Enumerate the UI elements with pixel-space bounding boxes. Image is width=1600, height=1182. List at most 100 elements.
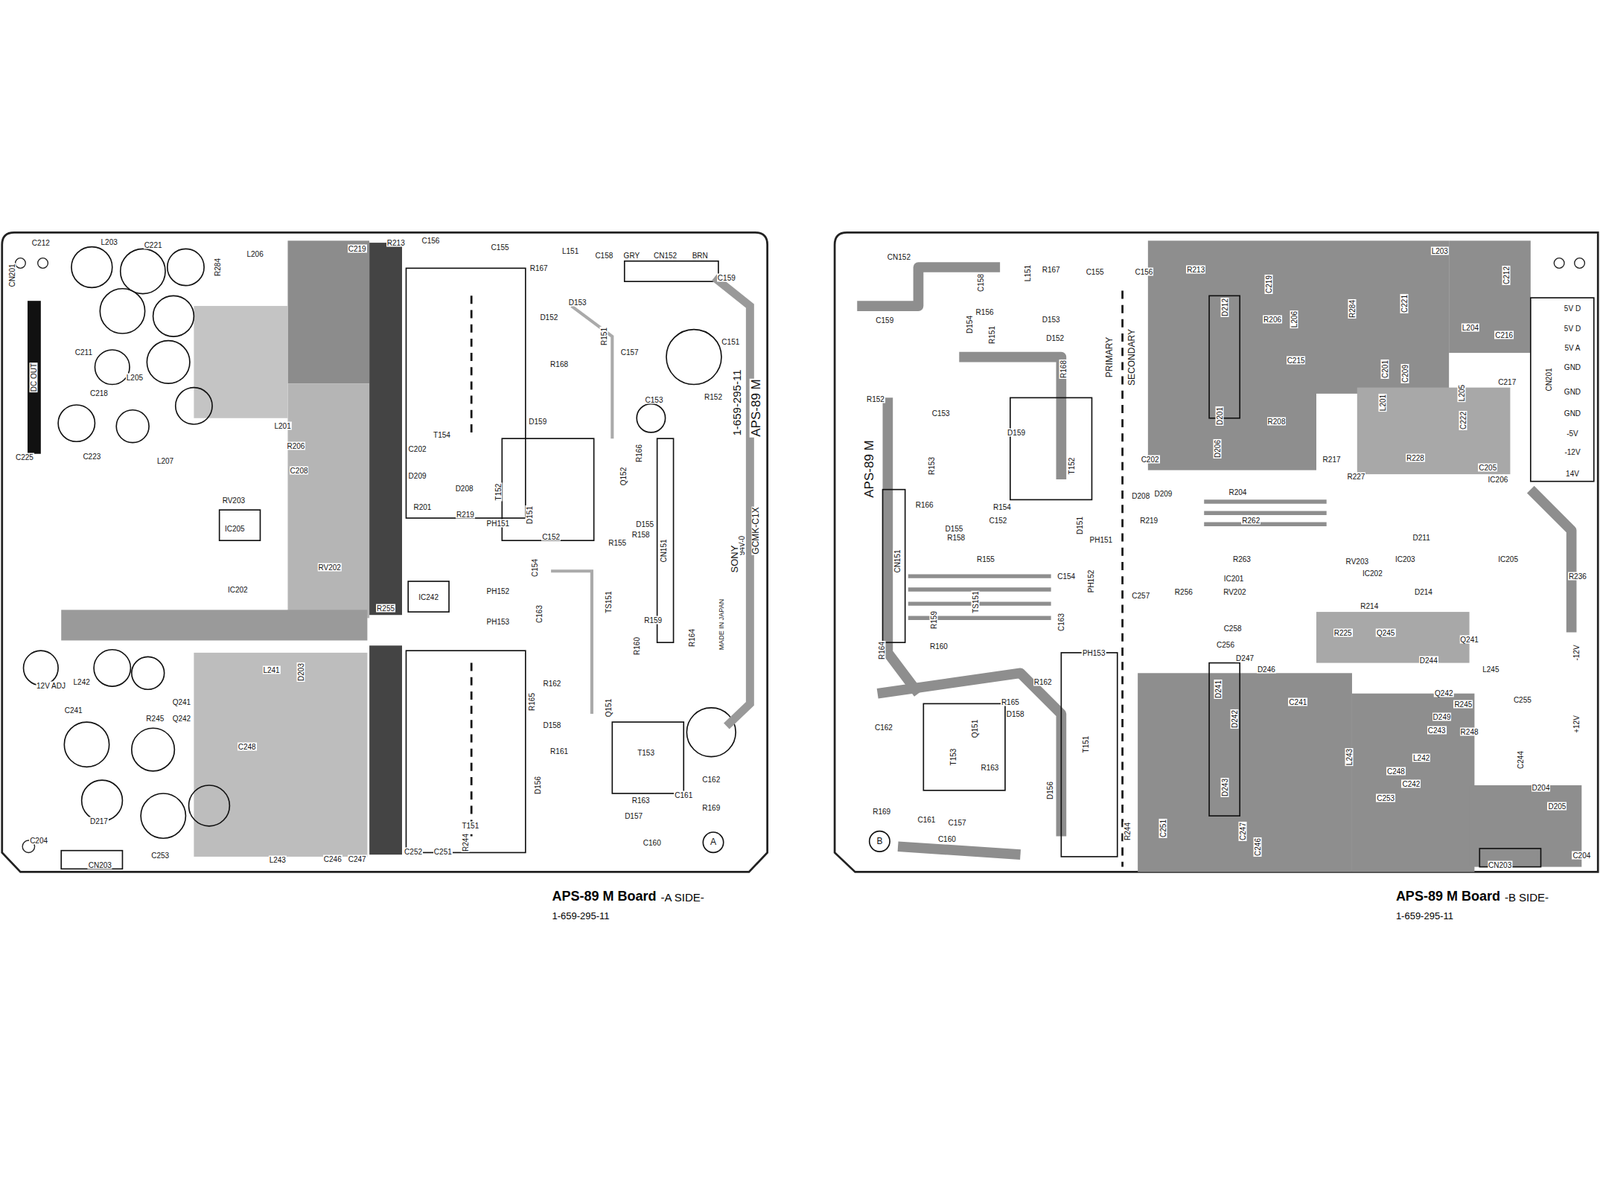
part-label: A <box>709 837 717 848</box>
trace <box>714 277 750 727</box>
mount-hole <box>1574 258 1586 269</box>
component-outline <box>1209 295 1240 418</box>
part-label: Q242 <box>1433 688 1454 697</box>
capacitor-outline <box>23 650 59 686</box>
part-label: D158 <box>1005 710 1026 719</box>
transformer-outline <box>405 650 525 853</box>
side-mark-ring <box>869 831 890 852</box>
part-label: C157 <box>947 818 968 827</box>
part-label: R217 <box>1322 454 1342 464</box>
part-label: C151 <box>720 338 741 347</box>
capacitor-outline <box>116 410 149 443</box>
part-label: PH153 <box>486 617 511 626</box>
part-label: R163 <box>631 795 651 805</box>
capacitor-outline <box>99 288 145 334</box>
part-label: BRN <box>691 250 709 260</box>
part-label: D155 <box>635 520 655 529</box>
part-label: CN151 <box>892 548 901 574</box>
part-label: R154 <box>992 503 1012 512</box>
part-label: D204 <box>1531 783 1551 793</box>
part-label: C243 <box>1427 726 1447 735</box>
part-label: R160 <box>929 641 949 650</box>
part-label: R158 <box>631 530 651 540</box>
part-label: IC202 <box>1361 569 1384 578</box>
part-label: L151 <box>561 247 580 256</box>
trace <box>1203 522 1327 527</box>
part-label: C205 <box>1477 463 1498 472</box>
part-label: PH152 <box>1087 569 1096 595</box>
part-label: C161 <box>673 790 694 799</box>
copper-area <box>1316 240 1449 394</box>
transformer-outline <box>612 722 684 794</box>
trace <box>908 574 1052 578</box>
part-label: C221 <box>1399 294 1408 314</box>
dc-out-strip <box>27 300 41 455</box>
part-label: L151 <box>1023 264 1032 283</box>
part-label: C162 <box>701 775 721 784</box>
part-label: 5V D <box>1563 303 1582 312</box>
part-label: C208 <box>289 466 309 475</box>
part-label: L243 <box>1344 748 1353 767</box>
part-label: IC203 <box>1394 555 1417 564</box>
part-label: R160 <box>632 636 642 656</box>
capacitor-outline <box>64 722 109 767</box>
part-label: PRIMARY <box>1105 335 1116 378</box>
part-label: C155 <box>1085 267 1105 276</box>
part-label: PH151 <box>486 519 511 528</box>
part-label: D151 <box>525 505 534 525</box>
part-label: D208 <box>454 484 475 493</box>
part-label: L245 <box>1481 665 1500 674</box>
connector-outline <box>1530 297 1595 482</box>
trace <box>1203 499 1327 504</box>
part-label: C153 <box>931 409 951 418</box>
part-label: R152 <box>865 394 886 403</box>
part-label: IC202 <box>227 585 249 595</box>
part-label: L201 <box>273 421 292 430</box>
part-label: R166 <box>634 443 643 464</box>
part-label: C248 <box>237 743 257 752</box>
capacitor-outline <box>93 649 131 687</box>
part-label: PH153 <box>1081 649 1107 658</box>
part-label: C201 <box>1380 359 1389 379</box>
part-label: R206 <box>1262 314 1283 324</box>
part-label: R204 <box>1228 487 1248 496</box>
part-label: C157 <box>620 347 640 356</box>
part-label: TS151 <box>971 590 980 614</box>
part-label: R159 <box>929 610 939 630</box>
part-label: -5V <box>1565 429 1580 438</box>
part-label: R245 <box>145 714 165 723</box>
transformer-outline <box>1060 652 1117 857</box>
part-label: GND <box>1563 387 1582 397</box>
part-label: T151 <box>1081 735 1090 755</box>
part-label: L242 <box>72 677 91 686</box>
part-label: R214 <box>1359 602 1379 611</box>
part-label: C153 <box>644 396 665 405</box>
part-label: CN201 <box>1544 367 1554 392</box>
part-label: +12V <box>1572 714 1581 735</box>
part-label: C211 <box>74 347 94 356</box>
part-label: D206 <box>1213 439 1222 459</box>
transformer-outline <box>1010 397 1093 500</box>
part-label: C218 <box>89 388 109 397</box>
capacitor-outline <box>131 728 175 772</box>
part-label: D155 <box>944 524 964 533</box>
part-label: L243 <box>268 856 287 865</box>
copper-area <box>1469 785 1583 868</box>
part-label: R213 <box>1186 265 1206 274</box>
part-label: R219 <box>1139 515 1159 525</box>
part-label: C158 <box>594 250 614 260</box>
part-label: C244 <box>1516 750 1525 770</box>
part-label: R245 <box>1453 699 1473 709</box>
part-label: IC242 <box>417 592 440 601</box>
part-label: SONY <box>729 544 741 575</box>
component-outline <box>1209 663 1240 817</box>
part-label: GND <box>1563 409 1582 418</box>
board-side: -A SIDE- <box>660 891 704 904</box>
transformer-outline <box>501 438 594 541</box>
part-label: R159 <box>643 616 663 625</box>
connector-outline <box>61 851 123 870</box>
part-label: D159 <box>527 417 548 426</box>
capacitor-outline <box>58 405 95 442</box>
part-label: -12V <box>1572 644 1581 662</box>
